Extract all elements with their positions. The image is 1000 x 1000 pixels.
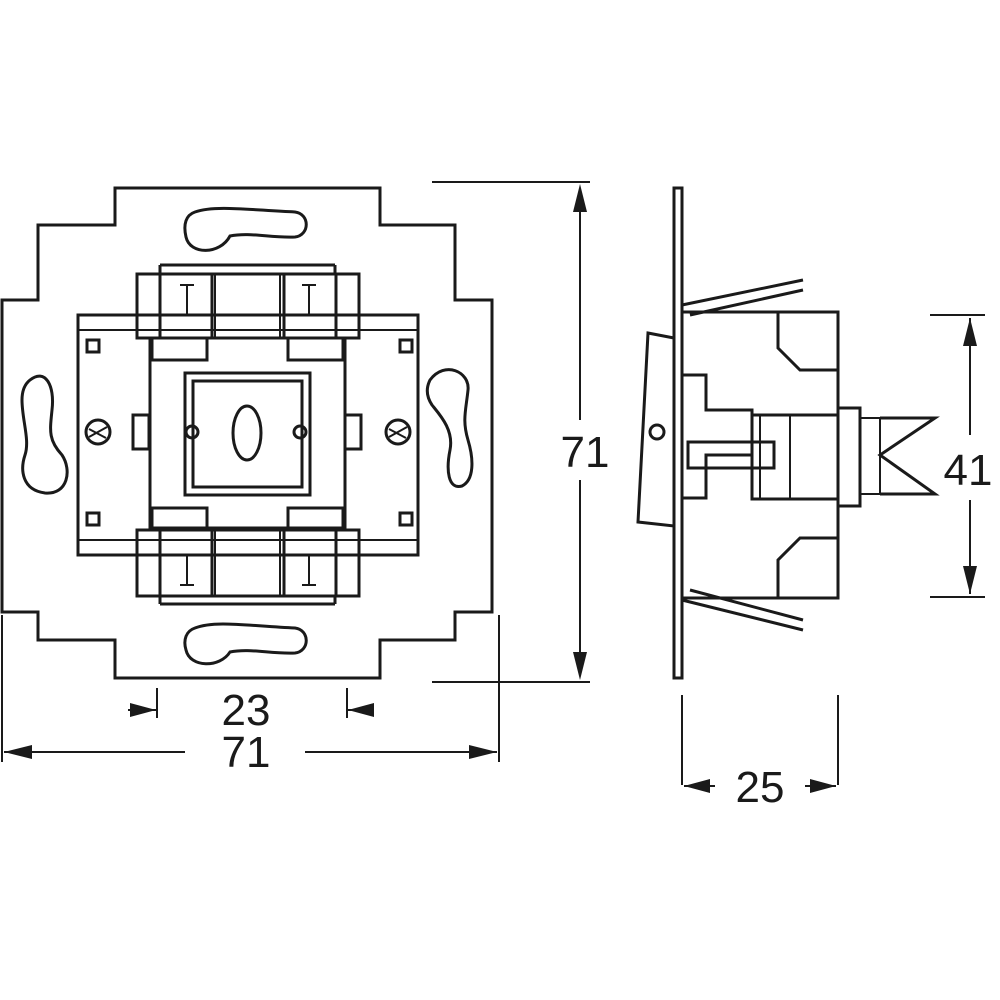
corner-square-bl: [85, 511, 101, 527]
rocker-inner: [191, 379, 304, 489]
dimension-center-spacing: [128, 688, 374, 718]
left-screw-icon: [84, 418, 112, 446]
front-plate-outline: [0, 186, 494, 680]
rocker-pivot: [231, 404, 263, 462]
dimension-side-height: [930, 314, 985, 598]
corner-square-br: [398, 511, 414, 527]
rocker-outer: [183, 371, 312, 497]
front-view: 71 23 71: [0, 181, 610, 777]
bottom-slot: [183, 622, 308, 666]
right-screw-icon: [384, 418, 412, 446]
rocker-side: [636, 331, 676, 528]
dimension-side-depth: [681, 695, 839, 793]
dimension-front-width: [1, 615, 500, 762]
side-view: 41 25: [636, 186, 993, 812]
mechanism-body: [148, 336, 347, 530]
top-terminal-block: [135, 263, 361, 362]
label-side-depth: 25: [736, 763, 785, 812]
corner-square-tl: [85, 338, 101, 354]
dimension-front-height: [432, 181, 590, 683]
corner-square-tr: [398, 338, 414, 354]
label-center-spacing: 23: [222, 686, 271, 735]
label-front-width: 71: [222, 728, 271, 777]
top-slot: [183, 206, 308, 252]
bottom-terminal-block: [135, 506, 361, 606]
right-slot: [425, 368, 474, 488]
label-front-height: 71: [561, 428, 610, 477]
base-frame: [76, 313, 420, 557]
left-slot: [20, 374, 69, 495]
label-side-height: 41: [944, 446, 993, 495]
